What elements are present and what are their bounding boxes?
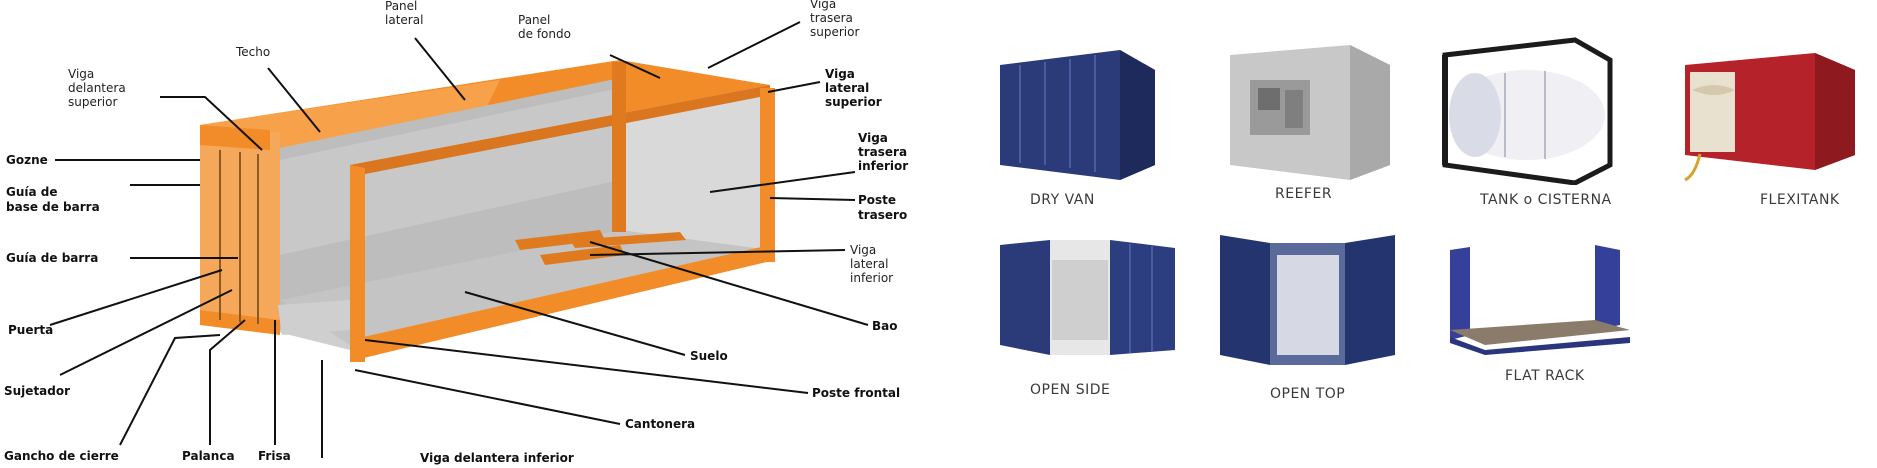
label-viga-lateral-superior-2: lateral [825,81,869,95]
label-viga-delantera-superior-3: superior [68,95,117,109]
container-illustration: Techo Panel lateral Panel de fondo Viga … [4,0,908,465]
label-viga-lateral-superior-1: Viga [825,67,855,81]
label-bao: Bao [872,319,898,333]
label-viga-trasera-inferior-1: Viga [858,131,888,145]
label-guia-base-1: Guía de [6,185,58,199]
open-side-container-icon [1000,240,1175,355]
label-viga-trasera-superior-3: superior [810,25,859,39]
container-parts-diagram: Techo Panel lateral Panel de fondo Viga … [4,0,909,465]
caption-flexitank: FLEXITANK [1760,192,1840,208]
tank-container-icon [1442,37,1613,185]
open-top-container-icon [1220,235,1395,365]
leader-panel-lateral [414,37,466,101]
label-palanca: Palanca [182,449,235,463]
leader-poste-frontal [364,339,809,394]
label-viga-delantera-superior-2: delantera [68,81,126,95]
caption-open-top: OPEN TOP [1270,386,1346,402]
leader-sujetador [59,289,233,376]
front-top-beam [200,125,270,150]
label-guia-barra: Guía de barra [6,251,98,265]
label-panel-lateral-2: lateral [385,13,423,27]
label-panel-fondo-1: Panel [518,13,550,27]
reefer-container-icon [1230,45,1390,180]
dry-van-container-icon [1000,50,1155,180]
leader-panel-fondo [609,54,661,79]
label-viga-lateral-inferior-3: inferior [850,271,893,285]
leader-viga-lateral-superior [767,81,821,93]
leader-viga-trasera-inferior [709,171,856,193]
label-viga-lateral-superior-3: superior [825,95,882,109]
label-poste-frontal: Poste frontal [812,386,900,400]
label-viga-trasera-superior-2: trasera [810,11,853,25]
label-frisa: Frisa [258,449,291,463]
label-viga-trasera-inferior-2: trasera [858,145,907,159]
leader-cantonera [354,369,621,425]
leader-techo [267,67,321,133]
leader-gancho [119,334,221,446]
label-viga-lateral-inferior-1: Viga [850,243,876,257]
caption-tank: TANK o CISTERNA [1480,192,1612,208]
back-corner-post [612,62,626,232]
floor-front [278,300,350,335]
label-panel-lateral-1: Panel [385,0,417,13]
label-panel-fondo-2: de fondo [518,27,571,41]
leader-bao [589,241,869,326]
caption-flat-rack: FLAT RACK [1505,368,1585,384]
leader-suelo [464,291,686,356]
label-poste-trasero-1: Poste [858,193,896,207]
label-gancho: Gancho de cierre [4,449,119,463]
flat-rack-container-icon [1450,245,1630,355]
label-viga-trasera-inferior-3: inferior [858,159,908,173]
flexitank-container-icon [1684,53,1855,182]
leader-viga-delantera-superior [160,96,263,151]
leader-puerta [49,269,223,326]
caption-open-side: OPEN SIDE [1030,382,1111,398]
leader-palanca [209,319,246,445]
label-cantonera: Cantonera [625,417,695,431]
leader-poste-trasero [769,197,856,201]
label-suelo: Suelo [690,349,728,363]
label-viga-delantera-superior-1: Viga [68,67,94,81]
floor-beam-2 [540,245,625,265]
label-puerta: Puerta [8,323,53,337]
label-sujetador: Sujetador [4,384,70,398]
rear-post [760,88,775,262]
label-viga-delantera-inferior: Viga delantera inferior [420,451,574,465]
label-viga-lateral-inferior-2: lateral [850,257,888,271]
label-viga-trasera-superior-1: Viga [810,0,836,11]
label-guia-base-2: base de barra [6,200,100,214]
caption-dry-van: DRY VAN [1030,192,1095,208]
bottom-side-rail [350,245,775,360]
label-poste-trasero-2: trasero [858,208,907,222]
caption-reefer: REEFER [1275,186,1333,202]
label-gozne: Gozne [6,153,48,167]
label-techo: Techo [235,45,270,59]
top-side-rail [350,85,770,175]
leader-viga-trasera-superior [707,21,801,69]
front-post [350,165,365,362]
container-types-grid: DRY VAN REEFER TANK o CISTERNA FLEXITANK… [975,20,1877,430]
floor-beam-1 [515,230,605,250]
